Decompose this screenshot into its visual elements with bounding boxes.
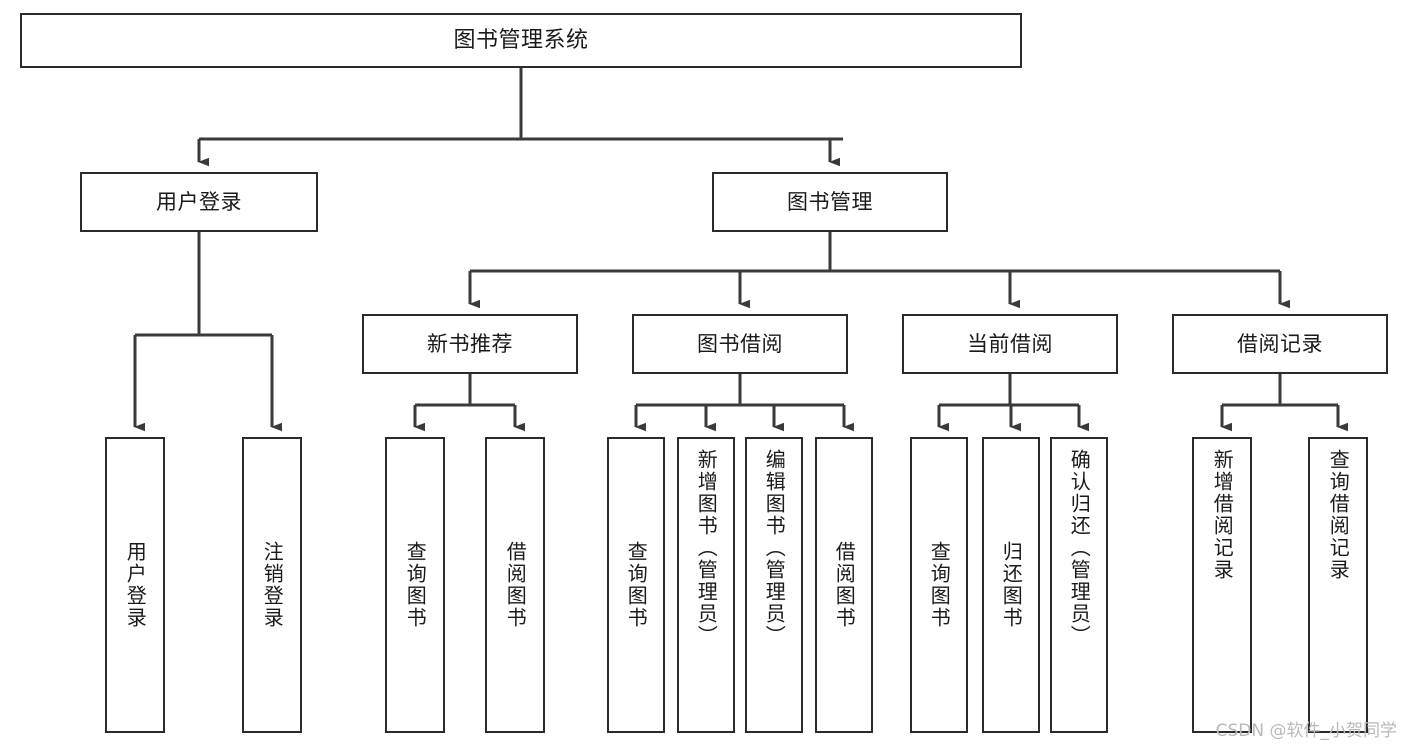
- node-book-manage[interactable]: 图书管理: [712, 172, 948, 232]
- leaf-query-book-borrow[interactable]: 查询图书: [607, 437, 665, 733]
- leaf-confirm-return[interactable]: 确认归还（管理员）: [1050, 437, 1108, 733]
- leaf-query-book-borrow-label: 查询图书: [624, 541, 649, 629]
- leaf-logout-login-label: 注销登录: [260, 541, 285, 629]
- node-book-manage-label: 图书管理: [787, 189, 873, 214]
- leaf-borrow-book[interactable]: 借阅图书: [815, 437, 873, 733]
- node-new-book-recommend-label: 新书推荐: [427, 331, 513, 356]
- node-user-login[interactable]: 用户登录: [80, 172, 318, 232]
- node-borrow-record-label: 借阅记录: [1237, 331, 1323, 356]
- leaf-add-borrow-record[interactable]: 新增借阅记录: [1192, 437, 1252, 733]
- leaf-borrow-book-rec-label: 借阅图书: [503, 541, 528, 629]
- node-root-system-label: 图书管理系统: [453, 27, 589, 53]
- leaf-query-book-current-label: 查询图书: [927, 541, 952, 629]
- leaf-edit-book[interactable]: 编辑图书（管理员）: [745, 437, 803, 733]
- leaf-query-book-current[interactable]: 查询图书: [910, 437, 968, 733]
- leaf-user-login[interactable]: 用户登录: [105, 437, 165, 733]
- node-root-system[interactable]: 图书管理系统: [20, 13, 1022, 68]
- node-current-borrow[interactable]: 当前借阅: [902, 314, 1118, 374]
- leaf-edit-book-label: 编辑图书（管理员）: [762, 449, 787, 647]
- node-book-borrow-label: 图书借阅: [697, 331, 783, 356]
- leaf-return-book[interactable]: 归还图书: [982, 437, 1040, 733]
- leaf-add-borrow-record-label: 新增借阅记录: [1210, 449, 1235, 581]
- node-user-login-label: 用户登录: [156, 189, 242, 214]
- leaf-logout-login[interactable]: 注销登录: [242, 437, 302, 733]
- node-new-book-recommend[interactable]: 新书推荐: [362, 314, 578, 374]
- node-borrow-record[interactable]: 借阅记录: [1172, 314, 1388, 374]
- leaf-borrow-book-label: 借阅图书: [832, 541, 857, 629]
- csdn-watermark: CSDN @软件_小贺同学: [1215, 721, 1397, 741]
- leaf-query-book-rec[interactable]: 查询图书: [385, 437, 445, 733]
- leaf-query-borrow-record[interactable]: 查询借阅记录: [1308, 437, 1368, 733]
- leaf-query-borrow-record-label: 查询借阅记录: [1326, 449, 1351, 581]
- leaf-add-book[interactable]: 新增图书（管理员）: [677, 437, 735, 733]
- node-book-borrow[interactable]: 图书借阅: [632, 314, 848, 374]
- leaf-confirm-return-label: 确认归还（管理员）: [1067, 449, 1092, 647]
- leaf-add-book-label: 新增图书（管理员）: [694, 449, 719, 647]
- leaf-borrow-book-rec[interactable]: 借阅图书: [485, 437, 545, 733]
- leaf-return-book-label: 归还图书: [999, 541, 1024, 629]
- leaf-user-login-label: 用户登录: [123, 541, 148, 629]
- leaf-query-book-rec-label: 查询图书: [403, 541, 428, 629]
- node-current-borrow-label: 当前借阅: [967, 331, 1053, 356]
